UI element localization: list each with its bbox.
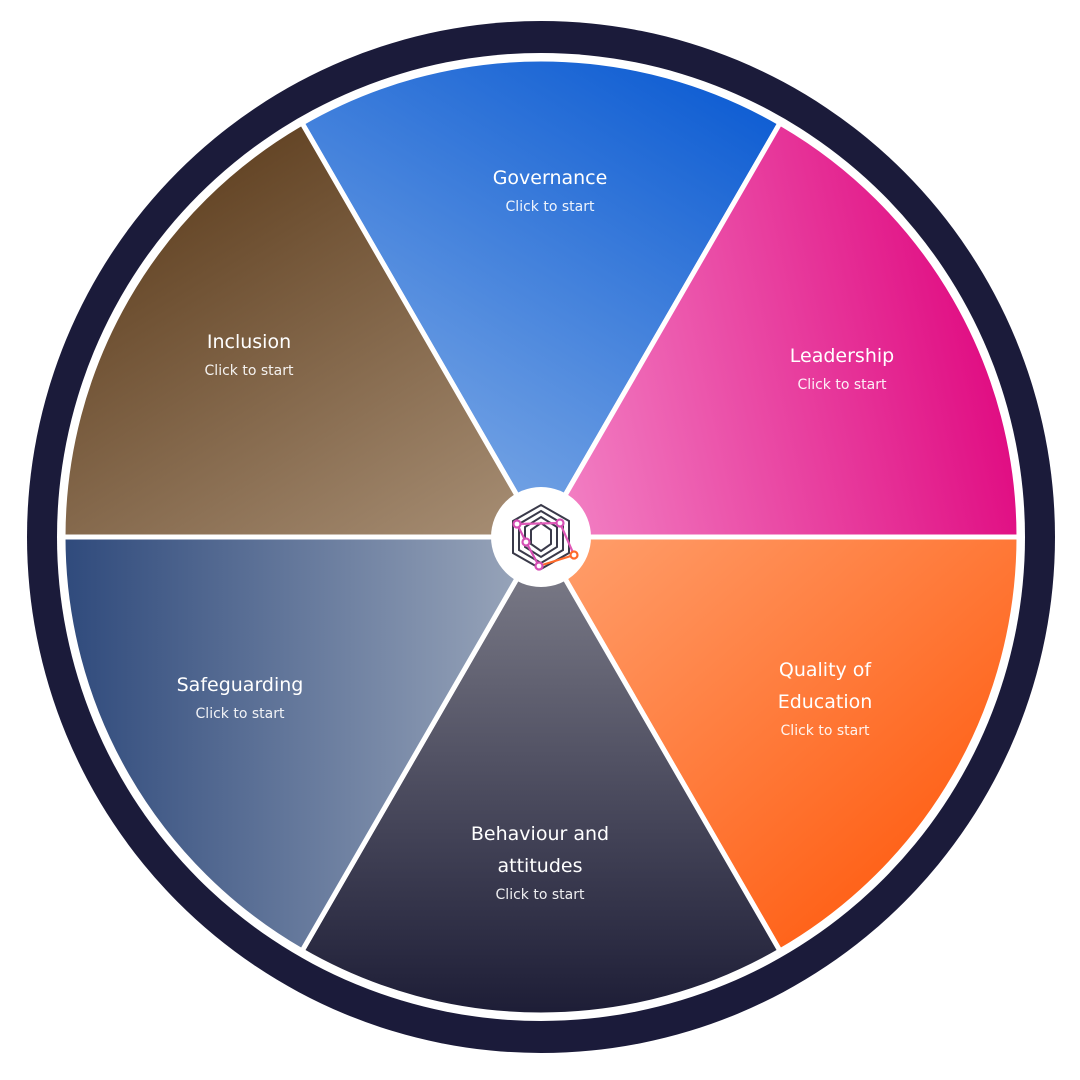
segment-subtitle: Click to start bbox=[204, 363, 294, 379]
segment-leadership[interactable] bbox=[538, 120, 1022, 540]
segment-label-behaviour-and-attitudes[interactable]: Behaviour and attitudes Click to start bbox=[450, 818, 630, 908]
segment-label-governance[interactable]: Governance Click to start bbox=[450, 162, 650, 220]
segment-behaviour-and-attitudes[interactable] bbox=[299, 534, 783, 1018]
segment-title: Inclusion bbox=[206, 331, 292, 353]
segment-title: Safeguarding bbox=[176, 674, 304, 696]
segment-label-safeguarding[interactable]: Safeguarding Click to start bbox=[140, 669, 340, 727]
segment-subtitle: Click to start bbox=[195, 706, 285, 722]
segment-title: Quality of Education bbox=[777, 659, 873, 713]
segment-governance[interactable] bbox=[299, 56, 783, 540]
segment-title: Governance bbox=[492, 167, 608, 189]
center-logo bbox=[491, 487, 591, 587]
segment-label-leadership[interactable]: Leadership Click to start bbox=[742, 340, 942, 398]
segment-inclusion[interactable] bbox=[60, 120, 544, 540]
segment-subtitle: Click to start bbox=[797, 377, 887, 393]
segment-quality-of-education[interactable] bbox=[538, 534, 1022, 954]
segment-label-inclusion[interactable]: Inclusion Click to start bbox=[149, 326, 349, 384]
segment-title: Behaviour and attitudes bbox=[470, 823, 610, 877]
segment-subtitle: Click to start bbox=[505, 199, 595, 215]
segment-label-quality-of-education[interactable]: Quality of Education Click to start bbox=[755, 654, 895, 744]
segment-subtitle: Click to start bbox=[495, 887, 585, 903]
segment-safeguarding[interactable] bbox=[60, 534, 544, 954]
segment-subtitle: Click to start bbox=[780, 723, 870, 739]
segment-title: Leadership bbox=[789, 345, 895, 367]
